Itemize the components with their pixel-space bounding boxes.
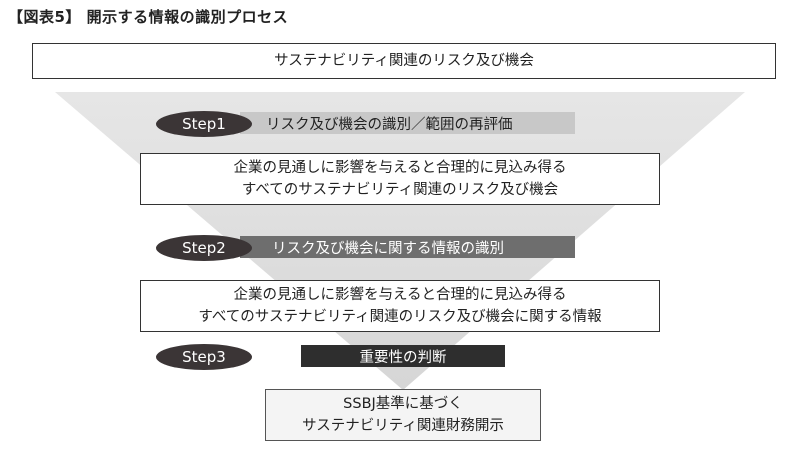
step1-bar: リスク及び機会の識別／範囲の再評価 [240, 112, 575, 134]
final-line1: SSBJ基準に基づく [343, 396, 463, 412]
box-step1-result: 企業の見通しに影響を与えると合理的に見込み得る すべてのサステナビリティ関連のリ… [140, 153, 660, 205]
box3-line2: すべてのサステナビリティ関連のリスク及び機会に関する情報 [198, 309, 602, 325]
step1-label: Step1 [182, 115, 226, 133]
box-step2-result: 企業の見通しに影響を与えると合理的に見込み得る すべてのサステナビリティ関連のリ… [140, 280, 660, 332]
step3-bar: 重要性の判断 [301, 345, 505, 367]
step2-bar: リスク及び機会に関する情報の識別 [240, 236, 575, 258]
top-box: サステナビリティ関連のリスク及び機会 [32, 43, 776, 79]
final-box: SSBJ基準に基づく サステナビリティ関連財務開示 [265, 389, 541, 441]
box2-line2: すべてのサステナビリティ関連のリスク及び機会 [241, 182, 559, 198]
step1-text: リスク及び機会の識別／範囲の再評価 [266, 116, 513, 133]
figure-title: 【図表5】 開示する情報の識別プロセス [8, 8, 289, 26]
step2-label: Step2 [182, 239, 226, 257]
final-line2: サステナビリティ関連財務開示 [302, 418, 504, 434]
box3-line1: 企業の見通しに影響を与えると合理的に見込み得る [233, 287, 567, 303]
step1-pill: Step1 [156, 111, 252, 137]
step2-pill: Step2 [156, 235, 252, 261]
top-box-text: サステナビリティ関連のリスク及び機会 [274, 53, 534, 69]
step3-pill: Step3 [156, 344, 252, 370]
step2-text: リスク及び機会に関する情報の識別 [272, 240, 504, 257]
box2-line1: 企業の見通しに影響を与えると合理的に見込み得る [233, 160, 567, 176]
step3-label: Step3 [182, 348, 226, 366]
step3-text: 重要性の判断 [359, 349, 447, 366]
